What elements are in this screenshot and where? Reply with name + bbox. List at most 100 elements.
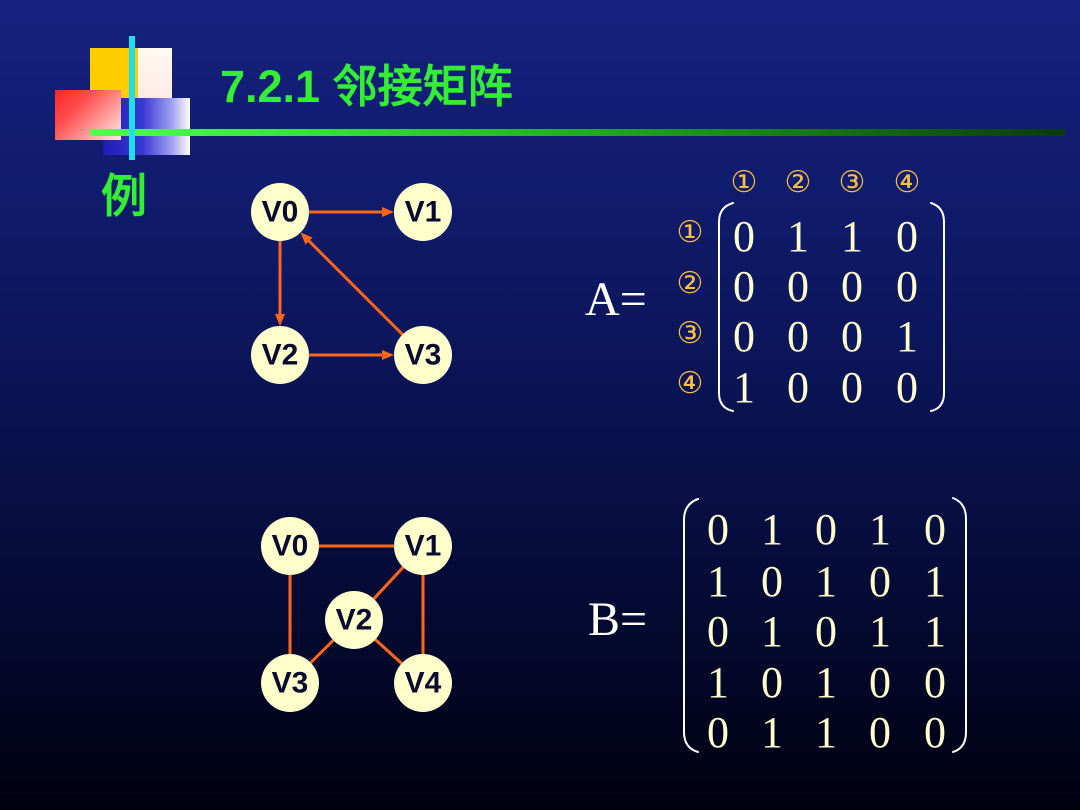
matrix-b-cell: 1 <box>869 505 891 554</box>
graph-a-edges <box>275 207 404 360</box>
graph-a-vertex: V1 <box>394 183 452 241</box>
vertex-circle <box>251 183 309 241</box>
matrix-a-label: A= <box>585 273 647 326</box>
matrix-b-cell: 1 <box>924 607 946 656</box>
graph-b-edge <box>374 638 403 665</box>
vertex-label: V1 <box>405 530 442 563</box>
matrix-a-cell: 0 <box>841 312 863 361</box>
matrix-a-cell: 0 <box>896 212 918 261</box>
matrix-b-cell: 0 <box>707 607 729 656</box>
vertex-circle <box>261 517 319 575</box>
matrix-a-row-index: ① <box>676 215 704 250</box>
graph-b-vertex: V3 <box>261 654 319 712</box>
matrix-b-cell: 1 <box>815 708 837 757</box>
slide-title: 7.2.1 邻接矩阵 <box>220 61 513 112</box>
matrix-a-row-index: ③ <box>676 316 704 351</box>
vertex-circle <box>325 591 383 649</box>
decor-cyan-rule <box>129 36 135 160</box>
matrix-a-row-index: ④ <box>676 366 704 401</box>
matrix-b-cell: 0 <box>761 658 783 707</box>
vertex-label: V3 <box>272 667 309 700</box>
matrix-a-cell: 0 <box>896 262 918 311</box>
matrix-b-cell: 0 <box>761 557 783 606</box>
matrix-a-cell: 0 <box>841 363 863 412</box>
example-label: 例 <box>101 170 147 222</box>
matrix-a-row-index: ② <box>676 266 704 301</box>
matrix-b-cell: 0 <box>924 658 946 707</box>
vertex-label: V1 <box>405 196 442 229</box>
matrix-b-cell: 1 <box>815 658 837 707</box>
matrix-b-cell: 0 <box>924 708 946 757</box>
matrix-a-cell: 0 <box>733 212 755 261</box>
matrix-b-right-bracket <box>952 497 967 753</box>
vertex-label: V4 <box>405 667 442 700</box>
vertex-circle <box>261 654 319 712</box>
matrix-a-cell: 0 <box>787 262 809 311</box>
graph-b-vertex: V4 <box>394 654 452 712</box>
vertex-label: V2 <box>336 604 373 637</box>
matrix-b-cell: 1 <box>869 607 891 656</box>
vertex-circle <box>394 326 452 384</box>
matrix-b-cell: 1 <box>761 505 783 554</box>
matrix-a-left-bracket <box>718 202 734 412</box>
matrix-b-cell: 1 <box>707 557 729 606</box>
decor-light-square <box>138 48 172 100</box>
graph-a-vertex: V0 <box>251 183 309 241</box>
matrix-b-cell: 0 <box>707 708 729 757</box>
vertex-label: V2 <box>262 339 299 372</box>
vertex-label: V3 <box>405 339 442 372</box>
matrix-a-cell: 1 <box>733 363 755 412</box>
matrix-b-cell: 0 <box>869 708 891 757</box>
matrix-a-column-index: ② <box>784 165 812 200</box>
matrix-b-cell: 0 <box>707 505 729 554</box>
matrix-b-cell: 0 <box>815 607 837 656</box>
matrix-a-cell: 1 <box>896 312 918 361</box>
matrix-a-column-index: ① <box>730 165 758 200</box>
vertex-circle <box>394 517 452 575</box>
graph-a-arc <box>300 232 404 336</box>
matrix-b-cell: 0 <box>869 557 891 606</box>
matrix-b-label: B= <box>588 593 648 646</box>
matrix-a-cell: 0 <box>733 262 755 311</box>
matrix-b-cell: 0 <box>869 658 891 707</box>
decor-green-rule <box>90 129 1065 136</box>
matrix-b-cell: 1 <box>815 557 837 606</box>
matrix-a-cell: 0 <box>841 262 863 311</box>
graph-a-vertex: V3 <box>394 326 452 384</box>
matrix-a-column-index: ③ <box>838 165 866 200</box>
matrix-a-cell: 0 <box>787 363 809 412</box>
graph-b-edge <box>372 566 405 600</box>
matrix-a-cell: 1 <box>841 212 863 261</box>
graph-a-vertex: V2 <box>251 326 309 384</box>
matrix-a-column-index: ④ <box>893 165 921 200</box>
matrix-a-brackets <box>718 202 945 412</box>
matrix-a-cell: 0 <box>787 312 809 361</box>
matrix-a-cell: 1 <box>787 212 809 261</box>
vertex-circle <box>251 326 309 384</box>
graph-b-vertex: V0 <box>261 517 319 575</box>
matrix-b-brackets <box>683 497 967 753</box>
graph-b-vertex: V1 <box>394 517 452 575</box>
matrix-b-cell: 1 <box>707 658 729 707</box>
vertex-label: V0 <box>262 196 299 229</box>
matrix-b-left-bracket <box>683 498 699 753</box>
matrix-b-cell: 1 <box>761 708 783 757</box>
graph-b-edge <box>309 639 335 664</box>
matrix-b-cell: 1 <box>761 607 783 656</box>
matrix-a-right-bracket <box>930 202 945 412</box>
matrix-b-cell: 0 <box>924 505 946 554</box>
vertex-circle <box>394 654 452 712</box>
graph-b-vertex: V2 <box>325 591 383 649</box>
matrix-b-cell: 1 <box>924 557 946 606</box>
matrix-b-cell: 0 <box>815 505 837 554</box>
matrix-a-cell: 0 <box>896 363 918 412</box>
matrix-a-cell: 0 <box>733 312 755 361</box>
graph-b-edges <box>288 544 425 665</box>
